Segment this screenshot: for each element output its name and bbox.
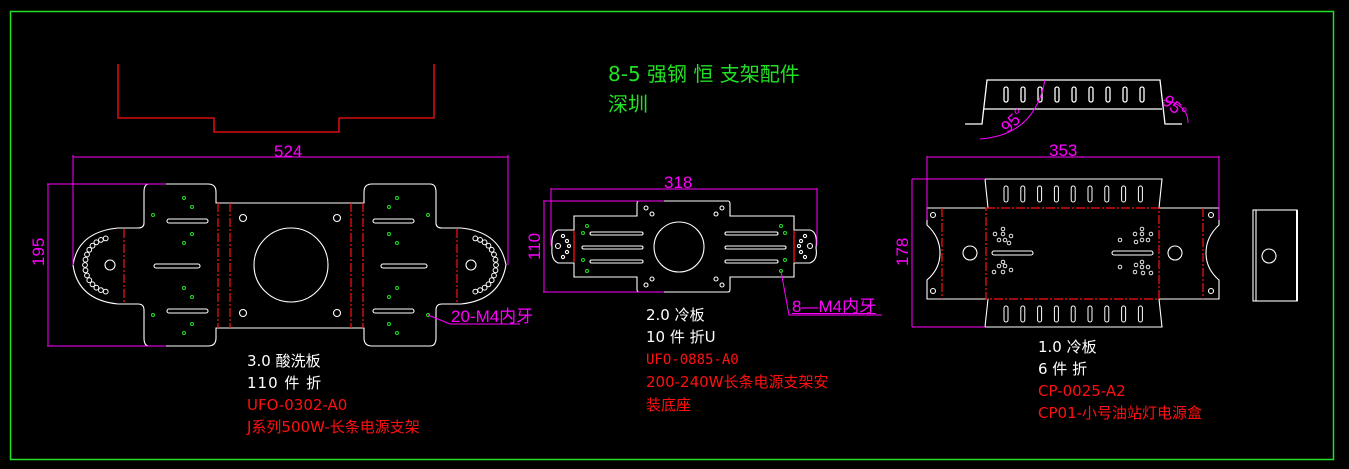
part-3-part-number: CP-0025-A2 [1038, 382, 1126, 400]
drawing-subtitle: 深圳 [608, 92, 648, 116]
part-3-side-profile [965, 79, 1182, 125]
part-3-end-view [1252, 209, 1298, 302]
part-2-width-dimension: 318 [664, 173, 693, 192]
drawing-frame [9, 10, 1335, 461]
mounting-hole [492, 267, 499, 274]
part-1-material: 3.0 酸洗板 [247, 352, 321, 370]
part-3-bend-lines [941, 207, 1204, 300]
vent-slot [1137, 305, 1143, 323]
part-3-hole-clusters [991, 226, 1154, 276]
vent-slot [1053, 305, 1059, 323]
part-2-dimensions [543, 188, 882, 316]
mounting-hole [488, 246, 495, 253]
mounting-hole [89, 242, 96, 249]
vent-slot [1070, 305, 1076, 323]
part-3-angle-arcs [979, 79, 1189, 140]
part-1-width-dimension: 524 [274, 142, 303, 161]
mounting-hole [491, 251, 497, 258]
mounting-hole [493, 262, 499, 268]
part-1-height-dimension: 195 [29, 237, 48, 266]
part-1-flat-pattern [72, 183, 507, 347]
mounting-hole [477, 287, 484, 294]
part-1-thread-callout: 20-M4内牙 [451, 307, 534, 326]
mounting-hole [84, 251, 90, 258]
mounting-hole [82, 262, 88, 268]
part-1-hole-arc [82, 235, 499, 295]
mounting-hole [89, 281, 96, 288]
vent-slot [1037, 185, 1043, 203]
mounting-hole [472, 235, 479, 242]
mounting-hole [472, 288, 479, 295]
mounting-hole [86, 246, 93, 253]
mounting-hole [491, 272, 497, 279]
vent-slot [1037, 305, 1043, 323]
part-2-quantity: 10 件 折U [646, 328, 716, 346]
part-3-quantity: 6 件 折 [1038, 360, 1088, 378]
part-3-width-dimension: 353 [1049, 141, 1078, 160]
mounting-hole [481, 284, 488, 291]
mounting-hole [93, 284, 100, 291]
part-2-description-line-1: 200-240W长条电源支架安 [646, 373, 829, 391]
part-1-quantity: 110 件 折 [247, 374, 323, 392]
mounting-hole [102, 288, 109, 295]
vent-slot [1020, 305, 1026, 323]
part-2-description-line-2: 装底座 [646, 396, 692, 414]
vent-slot [1104, 305, 1110, 323]
vent-slot [1087, 305, 1093, 323]
mounting-hole [485, 281, 492, 288]
part-3-flat-pattern [926, 178, 1220, 328]
vent-slot [1020, 185, 1026, 203]
part-1-bend-lines [123, 203, 458, 328]
mounting-hole [98, 287, 104, 294]
part-3-dimensions [911, 156, 1220, 328]
vent-slot [1121, 185, 1127, 203]
mounting-hole [82, 267, 89, 274]
part-2-material: 2.0 冷板 [646, 306, 705, 324]
mounting-hole [477, 237, 484, 243]
mounting-hole [86, 277, 93, 284]
part-1-description: J系列500W-长条电源支架 [247, 418, 420, 436]
vent-slot [1087, 185, 1093, 203]
part-2-flat-pattern [551, 200, 817, 293]
part-1-thread-holes [151, 196, 430, 335]
drawing-title: 8-5 强钢 恒 支架配件 [608, 62, 800, 86]
vent-slot [1121, 305, 1127, 323]
mounting-hole [93, 239, 100, 246]
part-2-thread-callout: 8—M4内牙 [792, 297, 877, 316]
vent-slot [1003, 185, 1009, 203]
part-3-material: 1.0 冷板 [1038, 338, 1097, 356]
vent-slot [1053, 185, 1059, 203]
part-2-height-dimension: 110 [525, 232, 544, 260]
mounting-hole [84, 272, 90, 279]
part-1-dimensions [47, 155, 520, 347]
part-3-vent-slots [1003, 185, 1143, 323]
mounting-hole [485, 242, 492, 249]
part-2-bend-lines [573, 231, 795, 262]
mounting-hole [492, 256, 499, 263]
vent-slot [1070, 185, 1076, 203]
part-3-description: CP01-小号油站灯电源盒 [1038, 404, 1203, 422]
vent-slot [1104, 185, 1110, 203]
part-1-side-profile [117, 64, 435, 133]
mounting-hole [98, 237, 104, 243]
mounting-hole [82, 256, 89, 263]
vent-slot [1137, 185, 1143, 203]
mounting-hole [488, 277, 495, 284]
part-2-part-number: UFO-0885-A0 [646, 352, 739, 368]
part-1-part-number: UFO-0302-A0 [247, 396, 348, 414]
mounting-hole [102, 235, 109, 242]
mounting-hole [481, 239, 488, 246]
part-3-height-dimension: 178 [893, 237, 912, 266]
vent-slot [1003, 305, 1009, 323]
